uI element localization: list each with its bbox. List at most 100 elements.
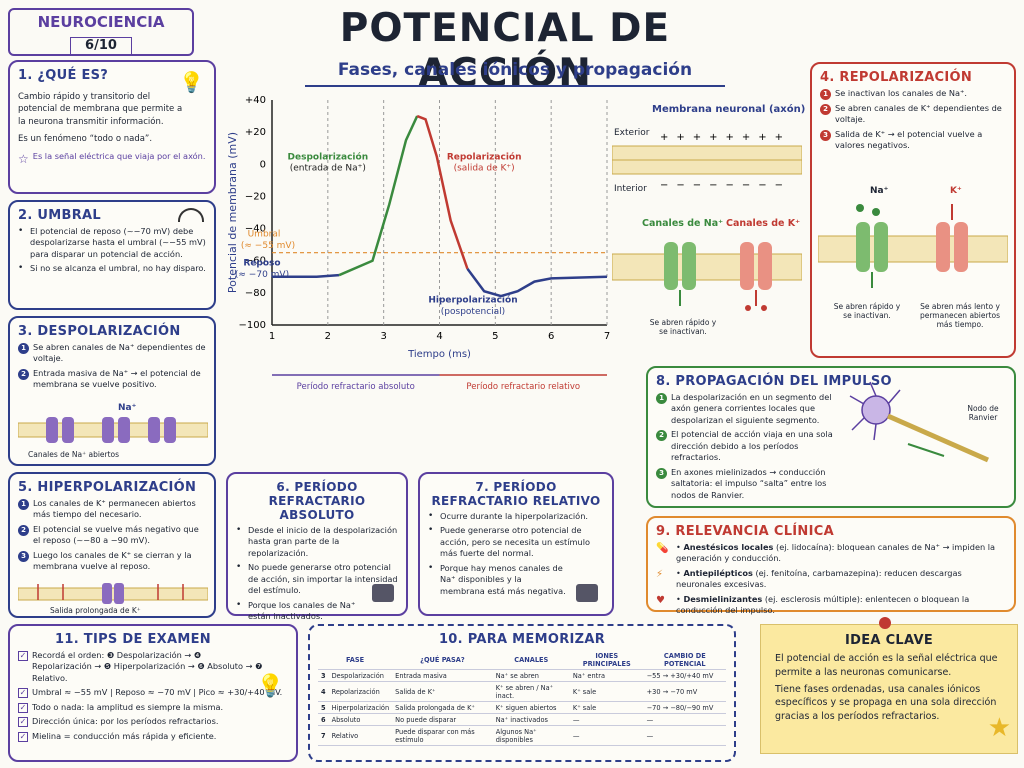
page-indicator: 6/10	[70, 37, 132, 56]
table-cell: Despolarización	[328, 669, 393, 682]
list-item: ✓Recordá el orden: ❸ Despolarización → ❹…	[18, 650, 263, 683]
page-subtitle: Fases, canales iónicos y propagación	[337, 60, 693, 80]
illustration-caption: Canales de Na⁺ abiertos	[28, 450, 120, 459]
x-tick-label: 3	[380, 331, 386, 342]
definition-text: Cambio rápido y transitorio del potencia…	[18, 92, 183, 127]
x-tick-label: 4	[436, 331, 442, 342]
table-cell: K⁺ se abren / Na⁺ inact.	[492, 681, 570, 702]
depolarization-segment	[338, 115, 419, 277]
y-tick-label: −20	[245, 191, 266, 202]
panel-title: 5. HIPERPOLARIZACIÓN	[18, 480, 197, 495]
table-cell: —	[643, 713, 726, 726]
table-cell: −55 → +30/+40 mV	[643, 669, 726, 682]
memo-table: FASE ¿QUÉ PASA? CANALES IONES PRINCIPALE…	[318, 650, 726, 746]
star-icon: ★	[987, 713, 1011, 743]
y-tick-label: 0	[260, 159, 266, 170]
membrane-title: Membrana neuronal (axón)	[652, 104, 806, 115]
idea-clave-note: IDEA CLAVE El potencial de acción es la …	[760, 617, 1018, 754]
k-efflux-illustration	[18, 583, 208, 604]
table-cell: Relativo	[328, 725, 393, 746]
table-cell: Absoluto	[328, 713, 393, 726]
list-item: 💊• Anestésicos locales (ej. lidocaína): …	[656, 542, 996, 564]
interior-label: Interior	[614, 184, 647, 194]
x-tick-label: 7	[604, 331, 610, 342]
panel-title: 8. PROPAGACIÓN DEL IMPULSO	[656, 374, 892, 389]
svg-text:−−−−−−−−: −−−−−−−−	[660, 180, 791, 190]
list-item: •Porque los canales de Na⁺ están inactiv…	[236, 599, 356, 622]
table-cell: Hiperpolarización	[328, 701, 393, 714]
na-channels-label: Canales de Na⁺	[642, 218, 724, 229]
table-cell: Na⁺ entra	[569, 669, 644, 682]
relative-period-label: Período refractario relativo	[466, 382, 580, 392]
y-tick-label: −40	[245, 224, 266, 235]
lock-open-icon	[576, 584, 598, 602]
resting-segment	[272, 273, 340, 279]
panel-title: 4. REPOLARIZACIÓN	[820, 70, 973, 85]
umbral-label: Umbral	[248, 230, 281, 240]
list-item: •Desde el inicio de la despolarización h…	[236, 525, 398, 558]
table-cell: 6	[318, 713, 329, 726]
series-tag: NEUROCIENCIA 6/10	[8, 8, 194, 56]
list-item: •Ocurre durante la hiperpolarización.	[428, 511, 588, 521]
despolarization-label: Despolarización	[288, 151, 369, 162]
panel-refractario-relativo: 7. PERÍODO REFRACTARIO RELATIVO •Ocurre …	[418, 472, 614, 616]
exterior-label: Exterior	[614, 128, 650, 138]
list-item: •Si no se alcanza el umbral, no hay disp…	[18, 263, 206, 274]
list-item: ✓Umbral ≈ −55 mV | Reposo ≈ −70 mV | Pic…	[18, 687, 283, 699]
x-axis-label: Tiempo (ms)	[407, 349, 471, 360]
y-tick-label: +40	[245, 95, 266, 106]
na-ion-label: Na⁺	[118, 403, 137, 413]
panel-refractario-absoluto: 6. PERÍODO REFRACTARIO ABSOLUTO •Desde e…	[226, 472, 408, 621]
table-cell: Puede disparar con más estímulo	[392, 725, 493, 746]
pill-icon: 💊	[656, 543, 669, 554]
col-header: IONES PRINCIPALES	[569, 650, 644, 670]
k-caption: Se abren más lento y permanecen abiertos…	[919, 302, 1001, 329]
hyperpolarization-label: Hiperpolarización	[428, 295, 517, 306]
star-icon: ☆	[18, 152, 29, 167]
x-tick-label: 5	[492, 331, 498, 342]
y-axis-label: Potencial de membrana (mV)	[226, 132, 239, 293]
panel-title: 2. UMBRAL	[18, 208, 101, 223]
panel-umbral: 2. UMBRAL •El potencial de reposo (~−70 …	[8, 200, 216, 310]
gauge-icon	[178, 208, 204, 222]
hyperpolarization-segment	[466, 268, 608, 298]
table-cell: +30 → −70 mV	[643, 681, 726, 702]
list-item: •Porque hay menos canales de Na⁺ disponi…	[428, 562, 566, 596]
panel-title: 3. DESPOLARIZACIÓN	[18, 324, 181, 339]
repolarization-illustration	[818, 204, 1008, 288]
despolarization-note: (entrada de Na⁺)	[290, 164, 366, 174]
umbral-value: (≈ −55 mV)	[241, 241, 295, 251]
note-text-2: Tiene fases ordenadas, usa canales iónic…	[775, 683, 997, 723]
panel-tips: 11. TIPS DE EXAMEN 💡 ✓Recordá el orden: …	[8, 624, 298, 762]
list-item: •No puede generarse otro potencial de ac…	[236, 562, 398, 596]
table-cell: 3	[318, 669, 329, 682]
node-label: Nodo de Ranvier	[967, 404, 999, 422]
panel-title: 6. PERÍODO REFRACTARIO ABSOLUTO	[268, 480, 366, 522]
list-item: •El potencial de reposo (~−70 mV) debe d…	[18, 226, 206, 259]
na-channels-caption: Se abren rápido y se inactivan.	[649, 318, 717, 336]
illustration-caption: Salida prolongada de K⁺	[50, 606, 141, 615]
all-or-none-text: Es un fenómeno “todo o nada”.	[18, 133, 153, 144]
note-text-1: El potencial de acción es la señal eléct…	[775, 653, 998, 678]
repolarization-label: Repolarización	[447, 151, 522, 162]
svg-text:++++++++: ++++++++	[660, 132, 791, 143]
lightbulb-icon: 💡	[256, 674, 284, 699]
y-tick-label: −60	[245, 256, 266, 267]
table-cell: K⁺ sale	[569, 701, 644, 714]
list-item: ✓Todo o nada: la amplitud es siempre la …	[18, 701, 224, 713]
list-item: ✓Mielina = conducción más rápida y efici…	[18, 730, 217, 742]
x-tick-label: 6	[548, 331, 554, 342]
table-cell: Salida prolongada de K⁺	[392, 701, 493, 714]
panel-memorizar: 10. PARA MEMORIZAR FASE ¿QUÉ PASA? CANAL…	[308, 624, 736, 762]
lightning-icon: ⚡	[656, 568, 664, 580]
panel-title: 10. PARA MEMORIZAR	[438, 632, 606, 647]
table-cell: —	[569, 713, 644, 726]
